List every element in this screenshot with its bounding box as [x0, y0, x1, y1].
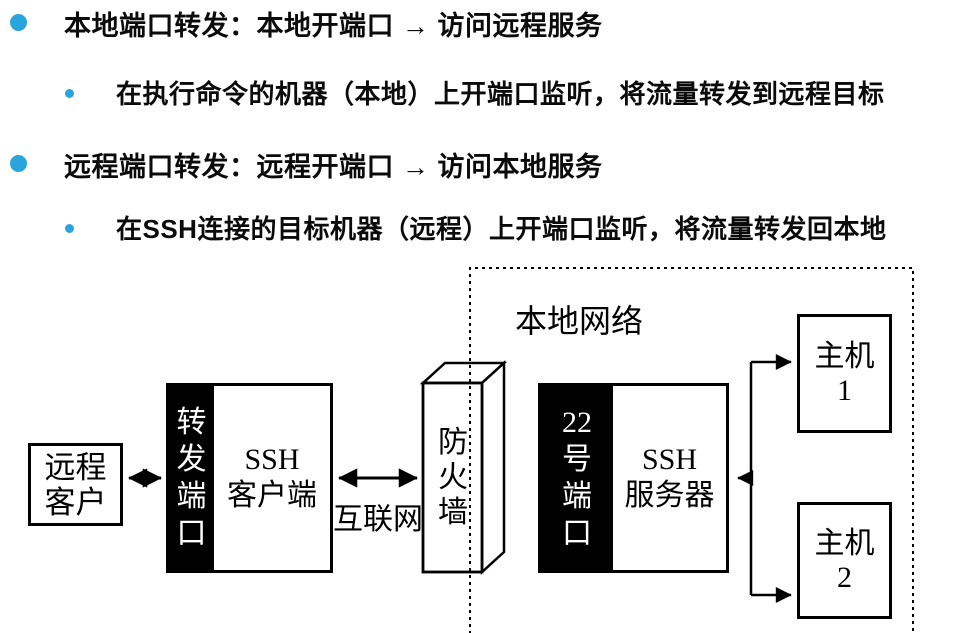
server-hosts-connector — [737, 353, 792, 604]
ssh-client-box: 转 发 端 口 SSH 客户端 — [166, 383, 333, 573]
firewall-char: 墙 — [438, 495, 468, 529]
remote-client-line1: 远程 — [44, 449, 107, 485]
bullet-2-sub-label: 在SSH连接的目标机器（远程）上开端口监听，将流量转发回本地 — [116, 214, 887, 244]
host-1-line2: 1 — [837, 373, 852, 407]
host-1-label: 主机 1 — [800, 317, 889, 430]
remote-client-line2: 客户 — [44, 484, 107, 520]
firewall-label: 防 火 墙 — [423, 383, 483, 572]
bullet-1-label: 本地端口转发：本地开端口 → 访问远程服务 — [64, 11, 603, 41]
bullet-dot-1 — [10, 14, 27, 31]
ssh-client-line1: SSH — [244, 443, 300, 476]
remote-client-box: 远程 客户 — [28, 443, 123, 526]
port-22-char: 号 — [562, 442, 592, 476]
ssh-client-line2: 客户端 — [227, 479, 317, 512]
port-22-char: 22 — [562, 405, 592, 439]
ssh-server-label: SSH 服务器 — [613, 386, 726, 570]
forward-port-char: 发 — [176, 442, 207, 476]
firewall-char: 防 — [438, 425, 468, 459]
port-22-char: 端 — [562, 479, 592, 513]
host-1-box: 主机 1 — [797, 314, 892, 433]
ssh-client-label: SSH 客户端 — [214, 386, 330, 570]
ssh-server-box: 22 号 端 口 SSH 服务器 — [538, 383, 729, 573]
sub-bullet-dot-2 — [65, 224, 74, 233]
forward-port-char: 转 — [176, 405, 207, 439]
ssh-server-line2: 服务器 — [624, 479, 715, 512]
bullet-dot-2 — [10, 155, 27, 172]
host-2-box: 主机 2 — [797, 502, 892, 619]
host-2-line1: 主机 — [814, 526, 875, 560]
forward-port-strip: 转 发 端 口 — [169, 386, 214, 570]
firewall-char: 火 — [438, 460, 468, 494]
host-1-line1: 主机 — [814, 339, 875, 373]
port-22-char: 口 — [562, 516, 592, 550]
forward-port-char: 口 — [176, 516, 207, 550]
remote-client-label: 远程 客户 — [31, 446, 120, 523]
forward-port-char: 端 — [176, 479, 207, 513]
local-network-label: 本地网络 — [515, 303, 644, 339]
bullet-1-sub-label: 在执行命令的机器（本地）上开端口监听，将流量转发到远程目标 — [116, 79, 885, 109]
port-22-strip: 22 号 端 口 — [541, 386, 613, 570]
bullet-2-label: 远程端口转发：远程开端口 → 访问本地服务 — [64, 152, 603, 182]
host-2-label: 主机 2 — [800, 505, 889, 616]
host-2-line2: 2 — [837, 560, 852, 594]
sub-bullet-dot-1 — [65, 89, 74, 98]
internet-label: 互联网 — [333, 503, 423, 536]
ssh-server-line1: SSH — [641, 443, 698, 476]
